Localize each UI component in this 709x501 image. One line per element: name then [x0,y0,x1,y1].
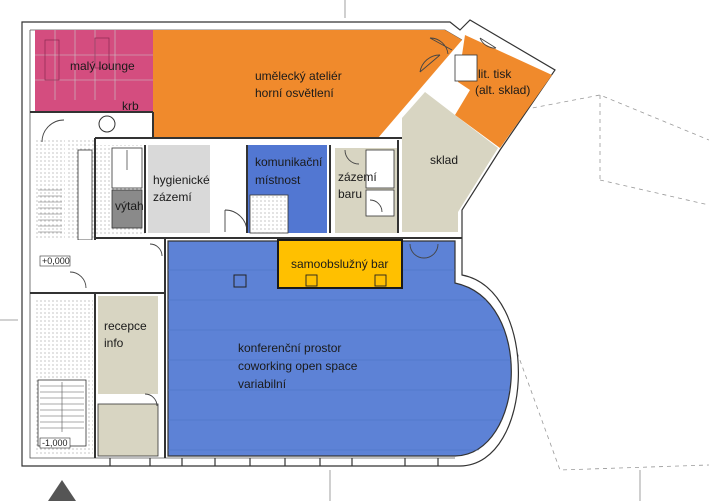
room-komunikacni: komunikační místnost [210,145,327,234]
room-sklad: sklad [402,92,498,232]
hygiene-label-line2: zázemí [153,190,192,204]
hygiene-label-line1: hygienické [153,173,210,187]
atelier-area [153,30,462,138]
konference-area [167,240,512,457]
room-zazemi-baru: zázemí baru [335,148,397,233]
recepce-label-line1: recepce [104,319,147,333]
room-recepce: recepce info [97,296,159,457]
elevator [111,189,143,229]
tisk-area [455,35,552,148]
konference-label-line1: konferenční prostor [238,341,341,355]
fireplace-symbol [98,115,116,133]
entry-stair: +0,000 -1,000 [35,240,95,456]
elevator-label: výtah [115,199,144,213]
lounge-label: malý lounge [70,59,135,73]
windows-south [109,458,439,466]
atelier-label-line2: horní osvětlení [255,86,334,100]
recepce-area [98,296,158,394]
north-arrow-icon [48,480,76,501]
level-lower: -1,000 [42,438,68,448]
tisk-label-line1: lit. tisk [478,67,512,81]
room-atelier: umělecký ateliér horní osvětlení [153,30,462,138]
krb-label: krb [122,99,139,113]
komunikacni-label-line2: místnost [255,173,301,187]
bar-label: samoobslužný bar [291,257,388,271]
room-lounge: malý lounge krb [35,30,153,133]
komunikacni-label-line1: komunikační [255,155,323,169]
level-upper: +0,000 [42,256,70,266]
room-tisk: lit. tisk (alt. sklad) [419,35,552,148]
hygiene-area [148,145,210,233]
zazemi-label-line2: baru [338,187,362,201]
sklad-area [402,92,498,232]
atelier-label-line1: umělecký ateliér [255,69,342,83]
room-bar: samoobslužný bar [277,239,403,289]
recepce-label-line2: info [104,336,124,350]
sklad-label: sklad [430,153,458,167]
lounge-area [35,30,153,112]
konference-label-line2: coworking open space [238,359,358,373]
tisk-label-line2: (alt. sklad) [475,83,530,97]
interior-walls [30,111,462,458]
room-konference: konferenční prostor coworking open space… [149,240,512,457]
room-hygiene: hygienické zázemí výtah [111,145,210,233]
zazemi-label-line1: zázemí [338,170,377,184]
konference-label-line3: variabilní [238,377,287,391]
